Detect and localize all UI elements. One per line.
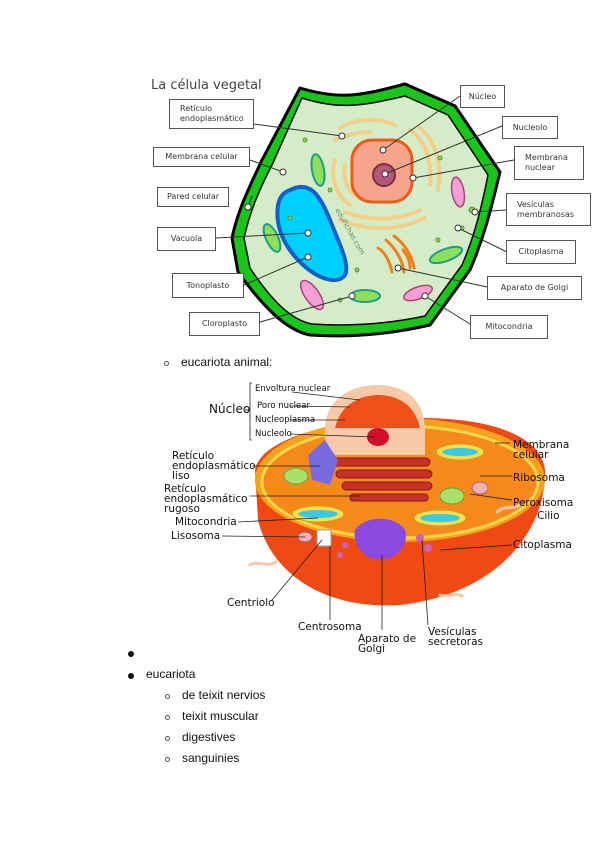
animal-cilia bbox=[248, 503, 522, 598]
alabel-nucleolo: Nucleolo bbox=[255, 429, 292, 439]
animal-leader-lines bbox=[221, 382, 513, 630]
sublist-item-text: digestives bbox=[182, 730, 236, 744]
label-cloroplasto: Cloroplasto bbox=[189, 312, 260, 336]
animal-rer bbox=[329, 457, 433, 502]
label-vacuola: Vacuola bbox=[157, 227, 216, 251]
label-citoplasma: Citoplasma bbox=[506, 240, 576, 264]
list-item-text: eucariota animal: bbox=[181, 355, 273, 369]
alabel-cilio: Cilio bbox=[537, 510, 560, 522]
hollow-bullet-icon bbox=[165, 757, 170, 762]
hollow-bullet-icon bbox=[164, 361, 169, 366]
sublist-item-text: teixit muscular bbox=[182, 709, 259, 723]
alabel-golgi-1: Aparato de bbox=[358, 633, 417, 645]
label-vesiculas: Vesículas membranosas bbox=[506, 193, 591, 226]
label-nucleolo: Nucleolo bbox=[502, 116, 558, 139]
alabel-centriolo: Centriolo bbox=[227, 597, 275, 609]
alabel-vesiculas-1: Vesículas bbox=[428, 626, 477, 638]
alabel-lisosoma: Lisosoma bbox=[171, 530, 221, 542]
alabel-golgi-2: Golgi bbox=[358, 643, 386, 655]
vacuole bbox=[275, 184, 349, 283]
alabel-vesiculas-2: secretoras bbox=[428, 636, 484, 648]
alabel-rel-3: liso bbox=[172, 470, 190, 482]
plant-leader-lines bbox=[215, 95, 515, 325]
label-membrana-celular: Membrana celular bbox=[153, 147, 250, 167]
label-reticulo: Retículo endoplasmático bbox=[169, 99, 254, 129]
label-pared-celular: Pared celular bbox=[157, 187, 229, 207]
alabel-nucleoplasma: Nucleoplasma bbox=[255, 415, 316, 425]
alabel-ribosoma: Ribosoma bbox=[513, 472, 565, 484]
label-mitocondria: Mitocondria bbox=[470, 315, 548, 339]
alabel-envoltura: Envoltura nuclear bbox=[255, 384, 331, 394]
sublist-item-text: sanguinies bbox=[182, 751, 240, 765]
plant-cell-title: La célula vegetal bbox=[151, 78, 262, 93]
animal-peroxisomes bbox=[283, 467, 465, 505]
label-nucleo: Núcleo bbox=[460, 85, 505, 108]
sublist-item-text: de teixit nervios bbox=[182, 688, 266, 702]
animal-golgi bbox=[354, 518, 406, 560]
animal-nucleolus bbox=[367, 428, 389, 446]
alabel-rel-2: endoplasmático bbox=[172, 460, 256, 472]
animal-ser bbox=[308, 440, 338, 485]
alabel-peroxisoma: Peroxisoma bbox=[513, 497, 574, 509]
alabel-centrosoma: Centrosoma bbox=[298, 621, 362, 633]
label-tonoplasto: Tonoplasto bbox=[172, 273, 244, 298]
alabel-rer-1: Retículo bbox=[164, 483, 207, 495]
list-item-text: eucariota bbox=[146, 667, 196, 681]
label-golgi: Aparato de Golgi bbox=[487, 276, 582, 300]
hollow-bullet-icon bbox=[165, 715, 170, 720]
plant-leader-dots bbox=[244, 132, 479, 300]
solid-bullet-icon bbox=[128, 673, 134, 679]
alabel-poro: Poro nuclear bbox=[257, 401, 310, 411]
solid-bullet-icon bbox=[128, 651, 134, 657]
animal-lysosomes bbox=[297, 481, 489, 543]
alabel-rel-1: Retículo bbox=[172, 450, 215, 462]
mitochondria bbox=[299, 176, 466, 311]
golgi bbox=[376, 234, 416, 274]
label-membrana-nuclear: Membrana nuclear bbox=[514, 146, 584, 180]
alabel-membrana-2: celular bbox=[513, 449, 549, 461]
alabel-rer-2: endoplasmático bbox=[164, 493, 248, 505]
alabel-rer-3: rugoso bbox=[164, 503, 200, 515]
hollow-bullet-icon bbox=[165, 736, 170, 741]
alabel-membrana-1: Membrana bbox=[513, 439, 570, 451]
alabel-mitocondria: Mitocondria bbox=[175, 516, 237, 528]
hollow-bullet-icon bbox=[165, 694, 170, 699]
alabel-citoplasma: Citoplasma bbox=[513, 539, 572, 551]
alabel-nucleo: Núcleo bbox=[209, 402, 251, 416]
